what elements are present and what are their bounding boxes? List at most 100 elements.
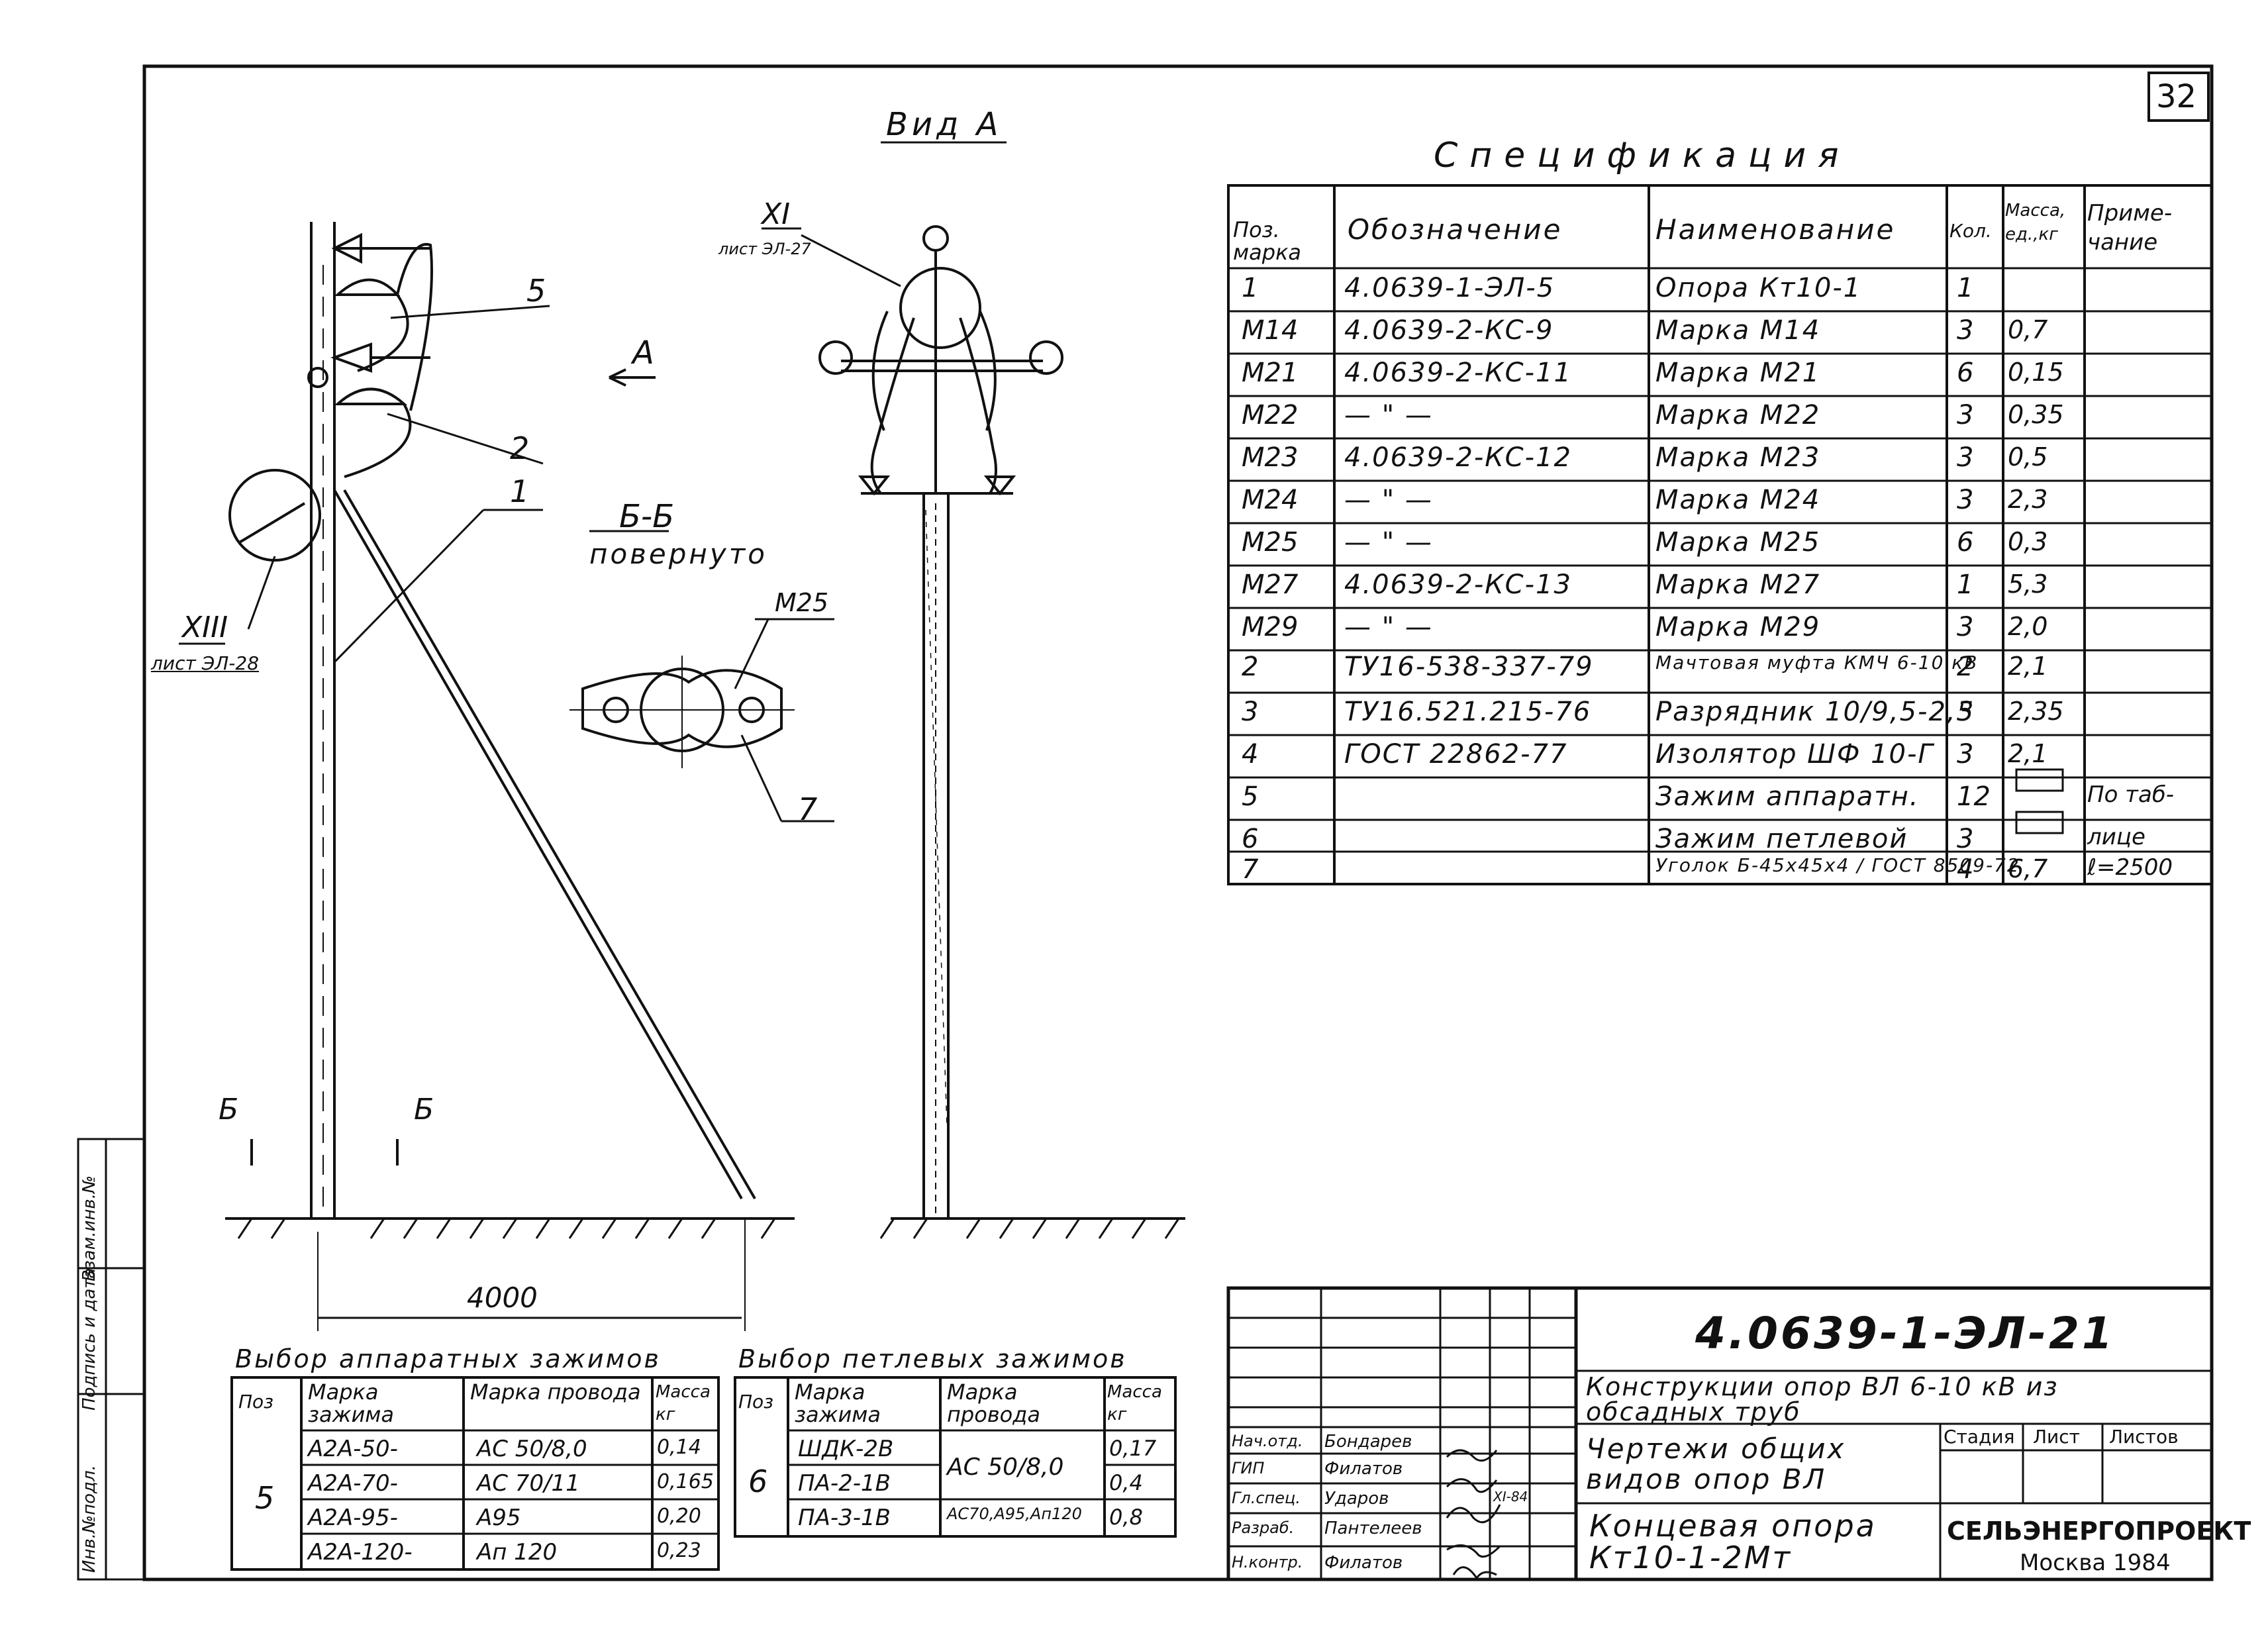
- spec-cell-qty: 1: [1957, 570, 1974, 600]
- spec-cell-qty: 3: [1957, 697, 1974, 727]
- spec-h-name: Наименование: [1655, 213, 1896, 246]
- spec-cell-note: По таб-: [2087, 781, 2175, 808]
- spec-cell-name: Зажим аппаратн.: [1655, 781, 1920, 812]
- leader-2: 2: [510, 430, 530, 466]
- app-h-mass: Масса кг: [656, 1382, 711, 1424]
- spec-cell-designation: — " —: [1344, 612, 1433, 642]
- app-cell-wire: А95: [477, 1505, 521, 1531]
- spec-cell-pos: 4: [1242, 739, 1259, 770]
- spec-table-grid: [1227, 184, 2213, 885]
- detail-xi-label: XI: [762, 197, 791, 231]
- person-name: Филатов: [1324, 1459, 1403, 1479]
- city-year: Москва 1984: [2020, 1550, 2171, 1576]
- person-name: Ударов: [1324, 1489, 1389, 1509]
- section-mark-left: Б: [219, 1093, 239, 1126]
- app-h-mark: Марка зажима: [308, 1379, 394, 1427]
- dimension-4000: 4000: [467, 1281, 538, 1314]
- spec-h-designation: Обозначение: [1348, 213, 1563, 246]
- sheet-name: Концевая опора Кт10-1-2Мт: [1589, 1508, 1877, 1575]
- spec-h-mass: Масса, ед.,кг: [2005, 201, 2066, 244]
- spec-cell-name: Опора Кт10-1: [1655, 273, 1862, 303]
- view-a-title: Вид А: [886, 106, 1003, 143]
- spec-cell-qty: 2: [1957, 652, 1974, 682]
- detail-xi-ref: лист ЭЛ-27: [718, 240, 811, 258]
- spec-h-note: Приме- чание: [2087, 200, 2173, 256]
- spec-cell-pos: 3: [1242, 697, 1259, 727]
- spec-cell-pos: 2: [1242, 652, 1259, 682]
- person-name: Филатов: [1324, 1553, 1403, 1573]
- loop-cell-mass: 0,4: [1109, 1470, 1143, 1495]
- person-role: Нач.отд.: [1232, 1432, 1303, 1450]
- app-cell-wire: АС 50/8,0: [477, 1436, 587, 1462]
- spec-table-rows: [1228, 267, 2212, 853]
- spec-cell-qty: 1: [1957, 273, 1974, 303]
- loop-h-mass: Масса кг: [1107, 1382, 1162, 1424]
- spec-cell-name: Марка М25: [1655, 527, 1821, 558]
- app-cell-mass: 0,20: [657, 1505, 701, 1528]
- app-cell-wire: АС 70/11: [477, 1470, 580, 1497]
- spec-cell-mass: 6,7: [2008, 854, 2048, 883]
- leader-1: 1: [510, 473, 530, 509]
- title-block-left-grid: [1228, 1288, 1576, 1579]
- spec-title: Спецификация: [1434, 136, 1851, 175]
- person-role: Гл.спец.: [1232, 1489, 1301, 1507]
- drawing-name: Чертежи общих видов опор ВЛ: [1586, 1432, 1846, 1495]
- spec-cell-mass: 2,3: [2008, 485, 2048, 514]
- spec-cell-mass: 2,1: [2008, 739, 2048, 768]
- loop-cell-mark: ПА-2-1В: [798, 1470, 891, 1497]
- spec-cell-qty: 3: [1957, 739, 1974, 770]
- app-cell-wire: Ап 120: [477, 1539, 558, 1566]
- app-cell-mark: А2А-120-: [308, 1539, 413, 1566]
- spec-cell-name: Марка М22: [1655, 400, 1821, 430]
- spec-cell-designation: 4.0639-2-КС-12: [1344, 442, 1572, 473]
- detail-xiii-label: XIII: [182, 611, 228, 644]
- section-bb-drawing: [569, 618, 834, 822]
- spec-cell-mass: 0,3: [2008, 527, 2048, 556]
- loop-cell-mark: ПА-3-1В: [798, 1505, 891, 1531]
- spec-cell-name: Разрядник 10/9,5-2,5: [1655, 697, 1975, 727]
- view-arrow-label: А: [632, 334, 654, 372]
- spec-cell-name: Зажим петлевой: [1655, 824, 1908, 854]
- spec-cell-pos: 6: [1242, 824, 1259, 854]
- side-stamp-inv: Инв.№подл.: [79, 1465, 99, 1573]
- app-h-wire: Марка провода: [470, 1379, 641, 1405]
- spec-cell-pos: М14: [1242, 315, 1299, 346]
- spec-cell-designation: ГОСТ 22862-77: [1344, 739, 1568, 770]
- col-sheets: Листов: [2109, 1426, 2179, 1448]
- spec-cell-qty: 3: [1957, 442, 1974, 473]
- spec-cell-pos: М23: [1242, 442, 1299, 473]
- spec-cell-name: Марка М29: [1655, 612, 1821, 642]
- spec-cell-designation: 4.0639-2-КС-9: [1344, 315, 1554, 346]
- loop-clamps-title: Выбор петлевых зажимов: [738, 1344, 1127, 1373]
- spec-cell-designation: 4.0639-2-КС-11: [1344, 358, 1572, 388]
- loop-cell-wire: АС70,А95,Ап120: [947, 1505, 1082, 1523]
- person-name: Бондарев: [1324, 1432, 1412, 1452]
- spec-cell-pos: М27: [1242, 570, 1299, 600]
- spec-cell-qty: 3: [1957, 400, 1974, 430]
- loop-cell-mass: 0,17: [1109, 1436, 1157, 1461]
- person-role: Разраб.: [1232, 1519, 1295, 1537]
- date-mark: XI-84: [1493, 1489, 1528, 1505]
- spec-cell-name: Марка М27: [1655, 570, 1821, 600]
- app-cell-mass: 0,23: [657, 1539, 701, 1562]
- app-cell-mass: 0,14: [657, 1436, 701, 1459]
- leader-7: 7: [798, 791, 818, 827]
- doc-code: 4.0639-1-ЭЛ-21: [1695, 1308, 2115, 1359]
- leader-5: 5: [526, 273, 546, 309]
- spec-cell-mass: 5,3: [2008, 570, 2048, 599]
- spec-cell-designation: — " —: [1344, 527, 1433, 558]
- section-bb-title: Б-Б: [619, 498, 675, 535]
- spec-cell-pos: М22: [1242, 400, 1299, 430]
- spec-cell-designation: — " —: [1344, 485, 1433, 515]
- spec-cell-qty: 3: [1957, 612, 1974, 642]
- ground-hatching-left: [237, 1218, 776, 1239]
- spec-cell-pos: М24: [1242, 485, 1299, 515]
- spec-cell-name: Марка М21: [1655, 358, 1821, 388]
- ground-hatching-right: [879, 1218, 1180, 1239]
- spec-cell-pos: М29: [1242, 612, 1299, 642]
- app-pos-value: 5: [255, 1480, 275, 1516]
- spec-cell-name: Уголок Б-45х45х4 / ГОСТ 8509-72: [1655, 854, 2020, 876]
- spec-cell-designation: 4.0639-2-КС-13: [1344, 570, 1572, 600]
- signatures-icon: [1446, 1449, 1501, 1580]
- spec-cell-pos: 5: [1242, 781, 1259, 812]
